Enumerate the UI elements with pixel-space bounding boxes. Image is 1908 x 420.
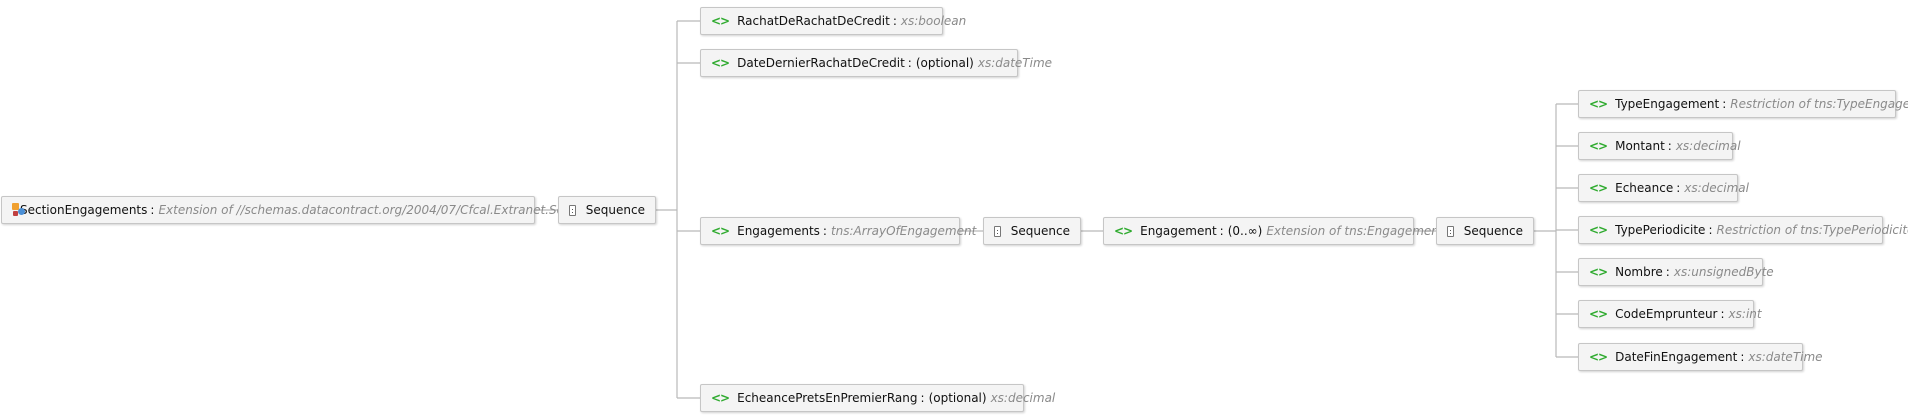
node-colon: : [1722, 97, 1727, 111]
sequence-label: Sequence [585, 203, 645, 217]
element-icon: <> [1589, 307, 1608, 321]
element-icon: <> [711, 14, 730, 28]
node-colon: : [920, 391, 925, 405]
node-colon: : [892, 14, 897, 28]
node-name: DateFinEngagement [1615, 350, 1738, 364]
element-node-type-engagement[interactable]: <> TypeEngagement : Restriction of tns:T… [1578, 90, 1908, 118]
node-type: Restriction of tns:TypePeriodicite [1716, 223, 1908, 237]
node-occurrence: (optional) [915, 56, 974, 70]
element-node-engagements[interactable]: <> Engagements : tns:ArrayOfEngagement [700, 217, 976, 245]
element-node-type-periodicite[interactable]: <> TypePeriodicite : Restriction of tns:… [1578, 216, 1908, 244]
element-icon: <> [1589, 181, 1608, 195]
element-icon: <> [1589, 139, 1608, 153]
node-colon: : [1708, 223, 1713, 237]
node-type: Extension of //schemas.datacontract.org/… [158, 203, 580, 217]
sequence-icon [994, 225, 1001, 237]
node-name: Engagement [1140, 224, 1217, 238]
node-type: xs:dateTime [977, 56, 1053, 70]
node-colon: : [822, 224, 827, 238]
node-colon: : [1740, 350, 1745, 364]
node-type: xs:decimal [1684, 181, 1749, 195]
sequence-label: Sequence [1463, 224, 1523, 238]
node-type: xs:unsignedByte [1673, 265, 1774, 279]
sequence-node-3[interactable]: Sequence [1436, 217, 1534, 245]
node-colon: : [1720, 307, 1725, 321]
element-icon: <> [1114, 224, 1133, 238]
node-type: xs:decimal [990, 391, 1056, 405]
node-name: CodeEmprunteur [1615, 307, 1718, 321]
root-node-section-engagements[interactable]: SectionEngagements : Extension of //sche… [1, 196, 579, 224]
element-node-echeance[interactable]: <> Echeance : xs:decimal [1578, 174, 1749, 202]
element-node-montant[interactable]: <> Montant : xs:decimal [1578, 132, 1741, 160]
element-node-code-emprunteur[interactable]: <> CodeEmprunteur : xs:int [1578, 300, 1762, 328]
node-name: EcheancePretsEnPremierRang [737, 391, 918, 405]
node-name: SectionEngagements [20, 203, 148, 217]
element-node-date-fin-engagement[interactable]: <> DateFinEngagement : xs:dateTime [1578, 343, 1823, 371]
node-type: Extension of tns:Engagement [1266, 224, 1444, 238]
node-name: TypeEngagement [1615, 97, 1720, 111]
element-icon: <> [1589, 350, 1608, 364]
element-icon: <> [711, 224, 730, 238]
node-name: Nombre [1615, 265, 1663, 279]
node-colon: : [1676, 181, 1681, 195]
node-name: Engagements [737, 224, 820, 238]
element-node-echeance-prets-en-premier-rang[interactable]: <> EcheancePretsEnPremierRang : (optiona… [700, 384, 1055, 412]
node-colon: : [1667, 139, 1672, 153]
node-occurrence: (0..∞) [1227, 224, 1263, 238]
sequence-node-2[interactable]: Sequence [983, 217, 1081, 245]
element-icon: <> [1589, 97, 1608, 111]
node-type: xs:decimal [1675, 139, 1741, 153]
node-type: Restriction of tns:TypeEngagement [1730, 97, 1908, 111]
sequence-icon [1447, 225, 1454, 237]
node-colon: : [1219, 224, 1224, 238]
node-colon: : [1665, 265, 1670, 279]
sequence-label: Sequence [1010, 224, 1070, 238]
element-node-date-dernier-rachat-de-credit[interactable]: <> DateDernierRachatDeCredit : (optional… [700, 49, 1052, 77]
node-name: RachatDeRachatDeCredit [737, 14, 890, 28]
node-name: TypePeriodicite [1615, 223, 1706, 237]
element-icon: <> [1589, 223, 1608, 237]
node-name: DateDernierRachatDeCredit [737, 56, 905, 70]
element-node-rachat-de-rachat-de-credit[interactable]: <> RachatDeRachatDeCredit : xs:boolean [700, 7, 966, 35]
sequence-node-1[interactable]: Sequence [558, 196, 656, 224]
node-colon: : [907, 56, 912, 70]
element-node-nombre[interactable]: <> Nombre : xs:unsignedByte [1578, 258, 1774, 286]
node-type: xs:int [1728, 307, 1762, 321]
element-icon: <> [711, 56, 730, 70]
node-colon: : [150, 203, 155, 217]
node-occurrence: (optional) [928, 391, 987, 405]
node-type: xs:dateTime [1748, 350, 1823, 364]
element-node-engagement[interactable]: <> Engagement : (0..∞) Extension of tns:… [1103, 217, 1444, 245]
element-icon: <> [1589, 265, 1608, 279]
node-name: Montant [1615, 139, 1665, 153]
sequence-icon [569, 204, 576, 216]
node-type: xs:boolean [900, 14, 967, 28]
node-type: tns:ArrayOfEngagement [830, 224, 977, 238]
node-name: Echeance [1615, 181, 1674, 195]
element-icon: <> [711, 391, 730, 405]
